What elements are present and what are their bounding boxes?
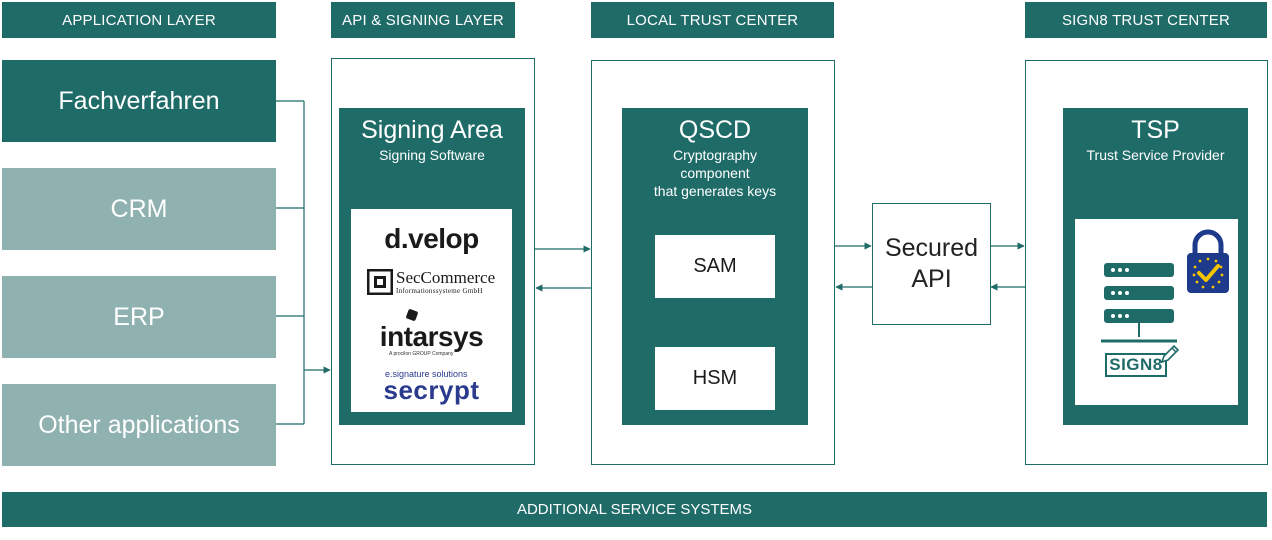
- intarsys-subtitle: A procilon GROUP Company: [389, 351, 454, 357]
- hsm-box: HSM: [655, 347, 775, 410]
- padlock-checkmark-icon: [1187, 229, 1229, 293]
- qscd-panel: QSCD Cryptography component that generat…: [622, 108, 808, 425]
- secrypt-tagline: e.signature solutions: [385, 369, 468, 379]
- pen-icon: [1160, 344, 1180, 364]
- secured-api-line-2: API: [911, 265, 952, 293]
- secrypt-logo: secrypt: [383, 375, 480, 405]
- sign8-logo-text: SIGN8: [1105, 353, 1167, 377]
- signing-area-subtitle: Signing Software: [379, 147, 485, 163]
- app-fachverfahren: Fachverfahren: [2, 60, 276, 142]
- server-stack-icon: [1101, 263, 1177, 343]
- app-erp: ERP: [2, 276, 276, 358]
- sam-box: SAM: [655, 235, 775, 298]
- intarsys-mark-icon: [405, 308, 419, 322]
- header-application-layer: APPLICATION LAYER: [2, 2, 276, 38]
- signing-area-title: Signing Area: [361, 116, 503, 144]
- tsp-title: TSP: [1131, 116, 1180, 144]
- header-api-signing-layer: API & SIGNING LAYER: [331, 2, 515, 38]
- qscd-subtitle-line-2: component: [680, 165, 750, 181]
- qscd-subtitle-line-1: Cryptography: [672, 147, 758, 163]
- dvelop-logo: d.velop: [384, 223, 479, 254]
- app-crm: CRM: [2, 168, 276, 250]
- intarsys-logo: intarsys: [379, 321, 484, 352]
- header-local-trust-center: LOCAL TRUST CENTER: [591, 2, 834, 38]
- qscd-title: QSCD: [678, 116, 752, 144]
- tsp-subtitle: Trust Service Provider: [1086, 147, 1225, 163]
- secured-api-line-1: Secured: [884, 234, 979, 262]
- seccommerce-subtitle: Informationssysteme GmbH: [396, 287, 483, 295]
- sign8-logo-area: SIGN8: [1075, 219, 1238, 405]
- additional-service-systems-bar: ADDITIONAL SERVICE SYSTEMS: [2, 492, 1267, 527]
- secured-api-box: Secured API: [872, 203, 991, 325]
- seccommerce-icon: [366, 268, 394, 296]
- header-sign8-trust-center: SIGN8 TRUST CENTER: [1025, 2, 1267, 38]
- signing-vendor-logos: d.velop SecCommerce Informationssysteme …: [351, 209, 512, 412]
- qscd-subtitle-line-3: that generates keys: [653, 183, 777, 199]
- app-other-applications: Other applications: [2, 384, 276, 466]
- seccommerce-name: SecCommerce: [396, 268, 496, 287]
